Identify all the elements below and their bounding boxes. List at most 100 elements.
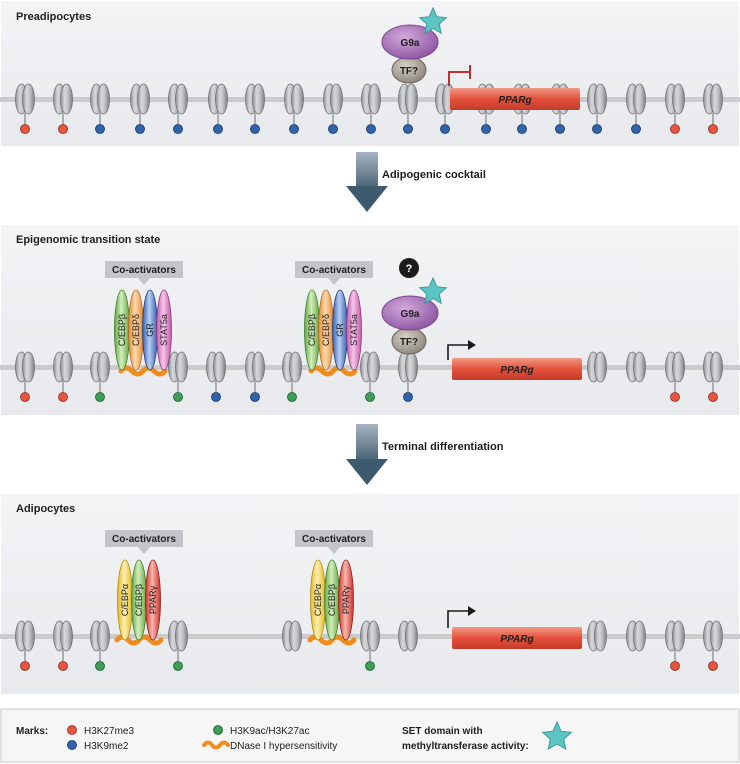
nucleosome — [323, 83, 343, 134]
histone-mark-b — [592, 124, 602, 134]
legend-h3k9me2: H3K9me2 — [84, 741, 129, 752]
protein-label: STAT5a — [159, 314, 169, 346]
nucleosome — [703, 351, 723, 402]
coactivator-callout-2-transition: Co-activators — [295, 261, 373, 285]
histone-mark-g — [365, 661, 375, 671]
histone-mark-r — [20, 661, 30, 671]
histone-mark-b — [135, 124, 145, 134]
protein-label: GR — [335, 323, 345, 337]
protein-label: C/EBPα — [313, 584, 323, 616]
nucleosome — [626, 351, 646, 383]
histone-mark-b — [211, 392, 221, 402]
protein-label: STAT5a — [349, 314, 359, 346]
histone-mark-r — [20, 392, 30, 402]
histone-mark-b — [440, 124, 450, 134]
histone-mark-b — [517, 124, 527, 134]
protein-c-0: C/EBPα — [117, 559, 133, 641]
coactivator-callout-1-adipocytes: Co-activators — [105, 530, 183, 554]
nucleosome — [90, 620, 110, 671]
nucleosome — [361, 83, 381, 134]
coactivator-label-4: Co-activators — [302, 534, 366, 545]
nucleosome — [665, 351, 685, 402]
protein-label: C/EBPβ — [134, 584, 144, 616]
nucleosome — [360, 620, 380, 671]
protein-label: C/EBPδ — [131, 314, 141, 346]
ppar-gene-label-3: PPARg — [500, 634, 533, 645]
tf-complex-transition: TF? G9a — [381, 276, 448, 355]
nucleosome — [168, 620, 188, 671]
legend-star-icon — [541, 720, 573, 751]
histone-mark-b — [289, 124, 299, 134]
nucleosome — [282, 620, 302, 652]
nucleosome — [626, 620, 646, 652]
nucleosome — [15, 83, 35, 134]
histone-mark-b — [213, 124, 223, 134]
histone-mark-b — [250, 392, 260, 402]
nucleosome — [90, 351, 110, 402]
legend-dnase-squiggle — [202, 740, 230, 750]
nucleosome — [53, 620, 73, 671]
histone-mark-g — [173, 392, 183, 402]
protein-label: C/EBPβ — [117, 314, 127, 346]
protein-d-2: PPARγ — [338, 559, 354, 641]
nucleosome — [587, 83, 607, 134]
tf-label-1: TF? — [400, 66, 418, 77]
step-label-terminal-differentiation: Terminal differentiation — [382, 441, 504, 453]
question-badge: ? — [399, 258, 419, 278]
histone-mark-b — [328, 124, 338, 134]
histone-mark-r — [670, 392, 680, 402]
histone-mark-g — [287, 392, 297, 402]
histone-mark-r — [708, 661, 718, 671]
protein-label: C/EBPβ — [327, 584, 337, 616]
histone-mark-g — [95, 661, 105, 671]
protein-b-3: STAT5a — [346, 289, 362, 371]
protein-a-0: C/EBPβ — [114, 289, 130, 371]
histone-mark-b — [403, 392, 413, 402]
protein-label: C/EBPβ — [307, 314, 317, 346]
nucleosome — [284, 83, 304, 134]
panel-preadipocytes — [1, 1, 739, 146]
histone-mark-r — [708, 124, 718, 134]
nucleosome — [15, 351, 35, 402]
nucleosome — [53, 83, 73, 134]
legend-h3k9me2-dot — [67, 740, 77, 750]
histone-mark-r — [670, 124, 680, 134]
coactivator-callout-2-adipocytes: Co-activators — [295, 530, 373, 554]
panel-title-transition: Epigenomic transition state — [16, 234, 160, 246]
dnase-hypersensitive-site — [118, 365, 168, 377]
ppar-gene-label-2: PPARg — [500, 365, 533, 376]
ppar-gene-bar-transition: PPARg — [452, 358, 582, 380]
g9a-label-2: G9a — [401, 309, 420, 320]
legend-h3k9ac: H3K9ac/H3K27ac — [230, 726, 310, 737]
g9a-ellipse-1 — [381, 24, 439, 60]
dnase-hypersensitive-site — [308, 365, 358, 377]
nucleosome — [626, 83, 646, 134]
protein-label: C/EBPδ — [321, 314, 331, 346]
nucleosome — [245, 351, 265, 402]
protein-a-2: GR — [142, 289, 158, 371]
g9a-ellipse-2 — [381, 295, 439, 331]
ppar-gene-bar-preadipocytes: PPARg — [450, 88, 580, 110]
g9a-label-1: G9a — [401, 38, 420, 49]
nucleosome — [360, 351, 380, 402]
step-arrow-2 — [346, 424, 388, 485]
protein-d-0: C/EBPα — [310, 559, 326, 641]
transcription-start-arrow-2 — [447, 340, 476, 360]
ppar-gene-label-1: PPARg — [498, 95, 531, 106]
nucleosome — [90, 83, 110, 134]
histone-mark-g — [365, 392, 375, 402]
nucleosome — [130, 83, 150, 134]
nucleosome — [665, 620, 685, 671]
legend-box — [0, 708, 740, 763]
histone-mark-b — [250, 124, 260, 134]
protein-c-1: C/EBPβ — [131, 559, 147, 641]
nucleosome — [398, 620, 418, 652]
nucleosome — [53, 351, 73, 402]
nucleosome — [15, 620, 35, 671]
nucleosome — [665, 83, 685, 134]
protein-label: PPARγ — [341, 585, 351, 614]
nucleosome — [587, 620, 607, 652]
tf-complex-preadipocytes: TF? G9a — [381, 6, 448, 84]
protein-label: PPARγ — [148, 585, 158, 614]
nucleosome — [282, 351, 302, 402]
